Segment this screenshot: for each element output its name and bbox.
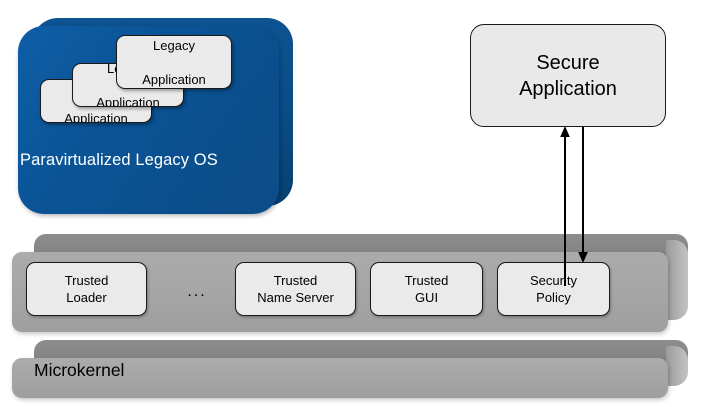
legacy-os-label: Paravirtualized Legacy OS [20, 151, 218, 169]
secure-app-line2: Application [519, 77, 617, 100]
services-bar-bevel-top [34, 234, 688, 256]
microkernel-bar-front-face [12, 358, 668, 398]
security-policy-line1: Security [530, 273, 577, 288]
security-policy-line2: Policy [536, 290, 571, 305]
microkernel-bar-side-right [666, 346, 688, 386]
legacy-app-front-line2: Application [142, 71, 206, 87]
services-ellipsis: ... [187, 283, 207, 300]
trusted-gui-line1: Trusted [404, 273, 449, 288]
trusted-loader-line2: Loader [66, 290, 107, 305]
legacy-app-middle-line2: Application [96, 94, 160, 107]
trusted-name-server-line2: Name Server [257, 290, 334, 305]
trusted-loader-line1: Trusted [64, 273, 109, 288]
trusted-gui-line2: GUI [414, 290, 439, 305]
legacy-app-front-line1: Legacy [153, 37, 195, 53]
services-bar-side-right [666, 240, 688, 320]
microkernel-bar: Microkernel [12, 340, 688, 398]
trusted-name-server-line1: Trusted [273, 273, 318, 288]
microkernel-label: Microkernel [34, 360, 125, 380]
secure-app-line1: Secure [536, 51, 600, 74]
legacy-app-back-line2: Application [64, 110, 128, 123]
microkernel-bar-bevel-top [34, 340, 688, 362]
